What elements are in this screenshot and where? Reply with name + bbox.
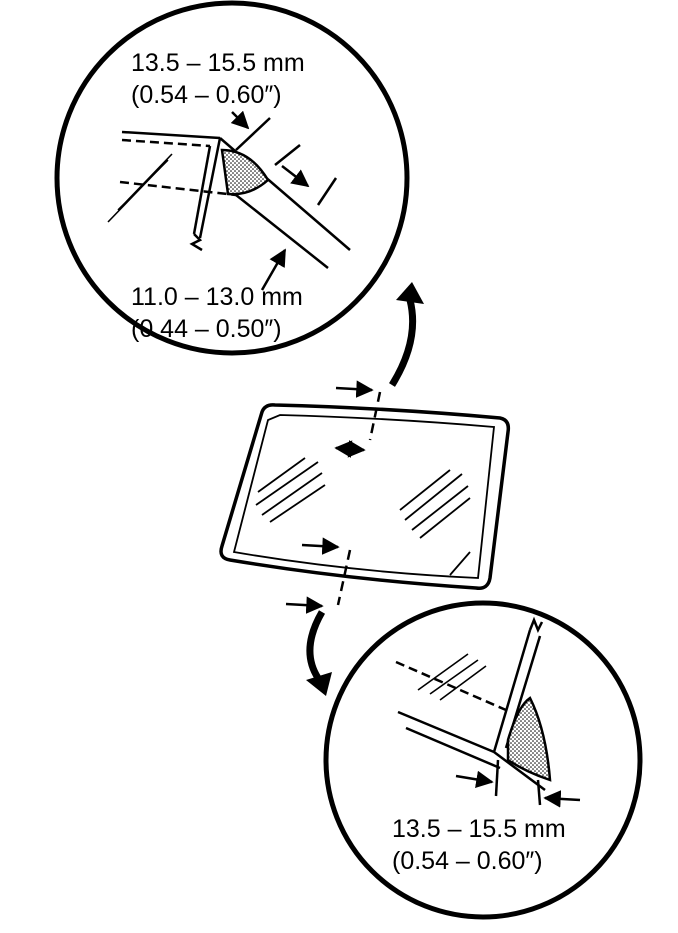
bottom-urethane-bead bbox=[506, 696, 552, 782]
bottom-body-panel bbox=[492, 616, 546, 792]
section-cut-bottom bbox=[285, 537, 352, 614]
bottom-callout-arrow bbox=[306, 610, 326, 680]
top-lower-dimension-in: (0.44 – 0.50″) bbox=[131, 315, 282, 343]
bottom-callout-arrowhead bbox=[306, 672, 332, 696]
top-detail-view bbox=[54, 0, 410, 356]
bottom-dimension-in: (0.54 – 0.60″) bbox=[392, 847, 543, 875]
windshield-glare-lines bbox=[255, 457, 471, 576]
top-lower-dimension-mm: 11.0 – 13.0 mm bbox=[131, 283, 303, 311]
bottom-dimension-arrows bbox=[455, 759, 581, 808]
windshield bbox=[219, 380, 511, 614]
top-upper-dimension-in: (0.54 – 0.60″) bbox=[131, 81, 282, 109]
top-callout-arrowhead bbox=[396, 282, 424, 304]
top-body-panel bbox=[121, 130, 222, 252]
bottom-glass bbox=[395, 653, 507, 770]
top-callout-arrow bbox=[389, 299, 417, 387]
bottom-detail-view bbox=[323, 600, 643, 920]
top-dimension-arrows bbox=[230, 110, 338, 291]
top-upper-dimension-mm: 13.5 – 15.5 mm bbox=[131, 49, 305, 77]
top-glass bbox=[107, 137, 351, 269]
top-urethane-bead bbox=[220, 148, 270, 196]
section-cut-top bbox=[334, 380, 382, 458]
bottom-dimension-mm: 13.5 – 15.5 mm bbox=[392, 815, 566, 843]
